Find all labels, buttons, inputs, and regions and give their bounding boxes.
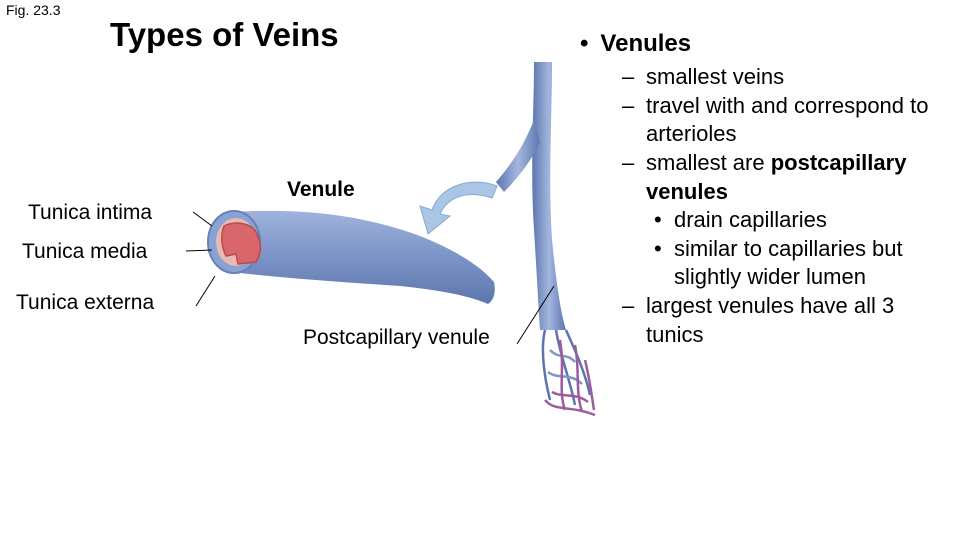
label-venule: Venule: [287, 178, 355, 201]
label-tunica-media: Tunica media: [22, 240, 148, 263]
bullet-list: •Venules –smallest veins –travel with an…: [580, 28, 955, 349]
figure-number: Fig. 23.3: [6, 2, 61, 18]
label-tunica-externa: Tunica externa: [16, 291, 155, 314]
bullet-item: –travel with and correspond to arteriole…: [622, 92, 929, 147]
bullet-item: –largest venules have all 3 tunics: [622, 292, 895, 347]
sub-bullet-item: •drain capillaries: [654, 207, 827, 233]
bullet-item: –smallest veins: [622, 64, 785, 90]
label-tunica-intima: Tunica intima: [28, 201, 153, 224]
page-title: Types of Veins: [110, 16, 339, 53]
capillary-bed: [541, 329, 596, 417]
leader-lines: [185, 211, 555, 345]
main-vein: [532, 62, 566, 330]
bullet-item: –smallest are postcapillary venules: [622, 149, 907, 204]
bullet-venules: •Venules: [580, 30, 692, 57]
sub-bullet-item: •similar to capillaries but slightly wid…: [654, 235, 903, 290]
label-postcapillary-venule: Postcapillary venule: [303, 326, 490, 349]
venule-lumen: [221, 222, 262, 265]
branch-vein: [496, 120, 540, 192]
venule-tube: [232, 210, 495, 304]
enlarge-arrow: [419, 181, 498, 235]
